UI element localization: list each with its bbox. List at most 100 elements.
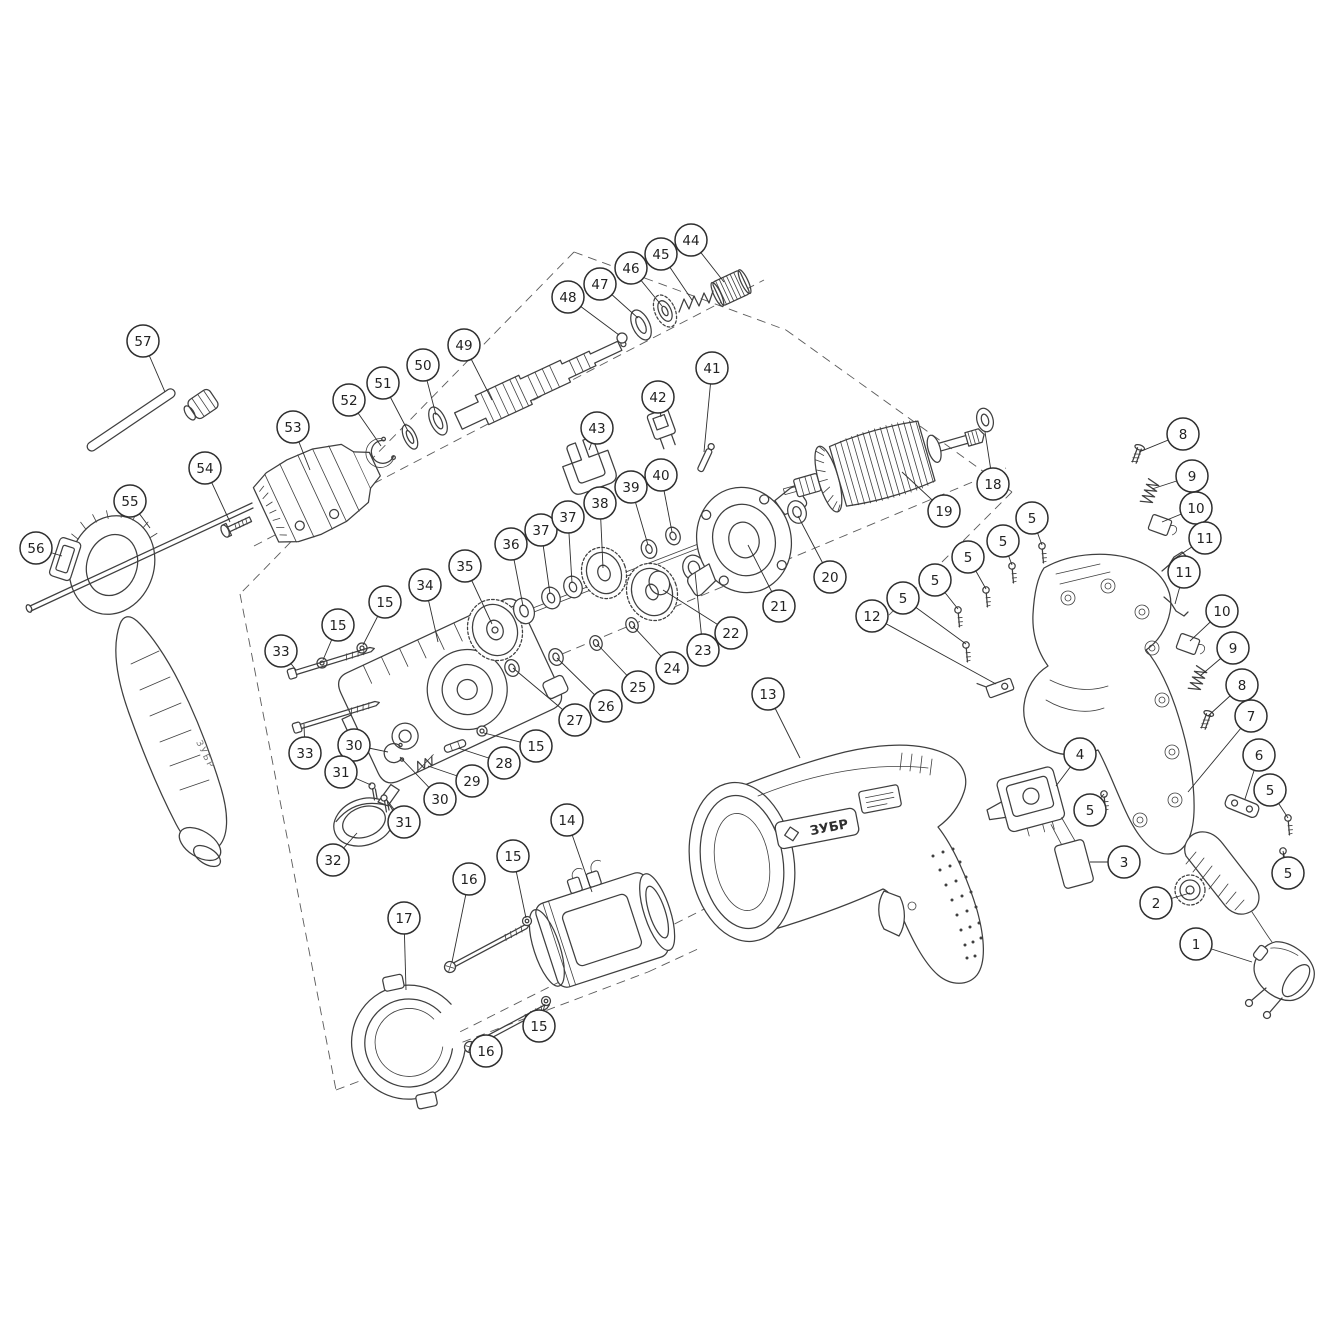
callout-circle-42 [641, 380, 675, 414]
callout-16: 16 [451, 862, 486, 963]
washer-18 [976, 407, 994, 433]
callout-label: 40 [652, 468, 669, 484]
callout-circle-57 [126, 324, 160, 358]
callout-circle-3 [1107, 845, 1141, 879]
callout-56: 56 [19, 531, 63, 565]
chuck [252, 443, 381, 543]
callout-circle-15 [522, 1009, 556, 1043]
long-screw-33 [286, 646, 380, 734]
callout-circle-40 [644, 458, 678, 492]
callout-circle-2 [1139, 886, 1173, 920]
callout-5: 5 [1015, 501, 1049, 546]
callout-label: 9 [1188, 469, 1197, 485]
callout-label: 31 [332, 765, 349, 781]
callout-15: 15 [362, 585, 402, 646]
callout-42: 42 [641, 380, 675, 418]
callout-43: 43 [580, 411, 614, 451]
callout-5: 5 [1271, 850, 1305, 890]
callout-label: 33 [296, 746, 313, 762]
callout-11: 11 [1173, 521, 1222, 560]
callout-label: 34 [416, 578, 433, 594]
callout-28: 28 [457, 746, 521, 780]
callout-label: 51 [374, 376, 391, 392]
callout-circle-5 [1015, 501, 1049, 535]
callout-label: 21 [770, 599, 787, 615]
callout-label: 5 [1086, 803, 1095, 819]
callout-15: 15 [496, 839, 530, 919]
callout-44: 44 [674, 223, 725, 283]
bearing-flange-21 [687, 486, 808, 597]
callout-layer: 1234555555556788991010111112131415151515… [19, 223, 1305, 1068]
callout-47: 47 [583, 267, 639, 319]
callout-label: 43 [588, 421, 605, 437]
callout-circle-24 [655, 651, 689, 685]
callout-8: 8 [1207, 668, 1259, 717]
brush-assembly-lower [1163, 596, 1215, 730]
callout-24: 24 [632, 625, 689, 685]
callout-1: 1 [1179, 927, 1253, 963]
callout-circle-54 [188, 451, 222, 485]
callout-15: 15 [522, 1003, 556, 1043]
callout-36: 36 [494, 527, 528, 607]
callout-label: 5 [999, 534, 1008, 550]
callout-circle-21 [762, 589, 796, 623]
callout-3: 3 [1090, 845, 1141, 879]
callout-label: 50 [414, 358, 431, 374]
carbon-brush-10 [1175, 633, 1206, 655]
callout-5: 5 [1253, 773, 1289, 819]
ball-bearing-48 [616, 332, 628, 344]
callout-label: 41 [703, 361, 720, 377]
callout-label: 15 [530, 1019, 547, 1035]
callout-label: 29 [463, 774, 480, 790]
callout-4: 4 [1055, 737, 1097, 787]
callout-circle-47 [583, 267, 617, 301]
callout-7: 7 [1187, 699, 1268, 793]
callout-10: 10 [1189, 594, 1239, 642]
callout-30: 30 [337, 728, 389, 762]
callout-39: 39 [614, 470, 649, 546]
callout-circle-37 [524, 513, 558, 547]
callout-49: 49 [447, 328, 493, 401]
gear-train [466, 486, 808, 677]
callout-27: 27 [512, 667, 592, 737]
callout-circle-31 [387, 805, 421, 839]
callout-38: 38 [583, 486, 617, 569]
callout-53: 53 [276, 410, 311, 471]
front-ring [350, 973, 466, 1110]
callout-circle-1 [1179, 927, 1213, 961]
callout-circle-10 [1205, 594, 1239, 628]
callout-46: 46 [614, 251, 663, 307]
callout-circle-37 [551, 500, 585, 534]
callout-18: 18 [976, 431, 1010, 501]
callout-circle-15 [321, 608, 355, 642]
callout-16: 16 [469, 1034, 503, 1068]
callout-circle-5 [1253, 773, 1287, 807]
callout-circle-26 [589, 689, 623, 723]
callout-5: 5 [951, 540, 987, 590]
callout-label: 5 [899, 591, 908, 607]
callout-5: 5 [986, 524, 1020, 566]
callout-label: 49 [455, 338, 472, 354]
callout-circle-23 [686, 633, 720, 667]
callout-10: 10 [1161, 491, 1213, 525]
washer-15-lower [521, 915, 552, 1007]
housing-brand-label: ЗУБР [809, 817, 850, 839]
callout-circle-28 [487, 746, 521, 780]
callout-label: 30 [431, 792, 448, 808]
callout-label: 7 [1247, 709, 1256, 725]
callout-label: 16 [460, 872, 477, 888]
callout-circle-29 [455, 764, 489, 798]
callout-label: 14 [558, 813, 575, 829]
callout-15: 15 [321, 608, 355, 661]
callout-label: 47 [591, 277, 608, 293]
callout-label: 5 [1266, 783, 1275, 799]
callout-circle-33 [264, 634, 298, 668]
callout-29: 29 [427, 764, 489, 798]
carbon-brush-10 [1147, 514, 1178, 536]
callout-41: 41 [695, 351, 729, 453]
callout-37: 37 [524, 513, 558, 595]
callout-5: 5 [1073, 793, 1107, 827]
callout-label: 35 [456, 559, 473, 575]
callout-12: 12 [855, 599, 997, 685]
